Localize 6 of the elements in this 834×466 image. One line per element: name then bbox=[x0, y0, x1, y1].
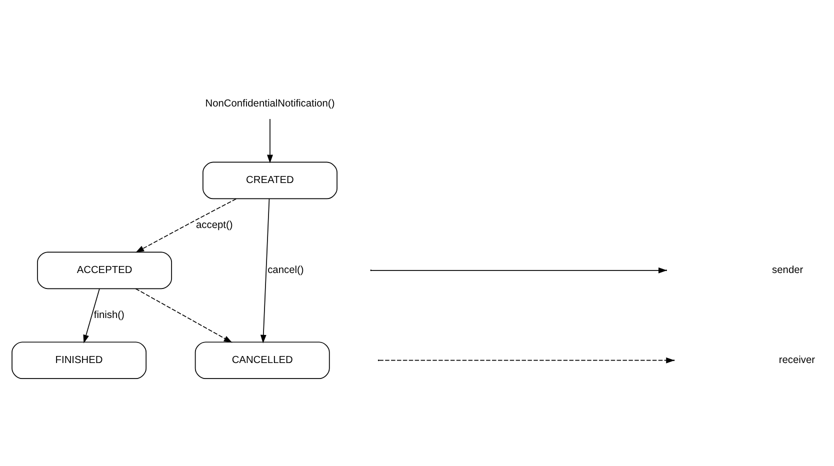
node-text: NonConfidentialNotification() bbox=[205, 98, 335, 109]
edge-label: finish() bbox=[94, 310, 124, 321]
edge-label: cancel() bbox=[268, 264, 304, 276]
legend-label: sender bbox=[772, 264, 804, 276]
legend-label: receiver bbox=[778, 354, 816, 366]
edge-label: accept() bbox=[196, 220, 233, 231]
